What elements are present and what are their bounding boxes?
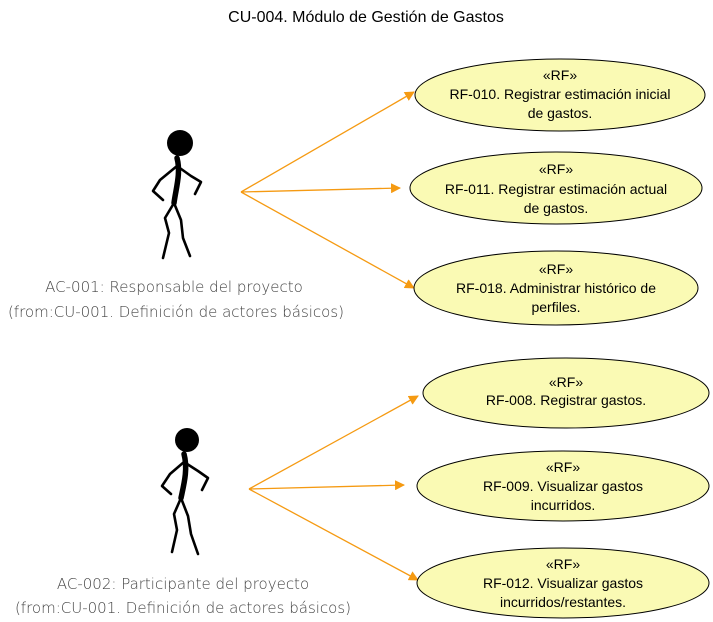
use-case-label-line2: de gastos. [528,105,593,121]
actor-ac-001[interactable]: AC-001: Responsable del proyecto (from:C… [8,130,344,321]
use-case-stereotype: «RF» [539,161,573,177]
use-case-stereotype: «RF» [549,374,583,390]
use-case-label-line1: RF-012. Visualizar gastos [483,575,643,591]
association-ac002-rf008 [248,395,419,490]
use-case-stereotype: «RF» [539,261,573,277]
association-ac001-rf010 [240,91,415,193]
use-case-label-line2: incurridos/restantes. [500,594,626,610]
associations [240,91,419,581]
use-case-rf-008[interactable]: «RF» RF-008. Registrar gastos. [422,357,710,429]
use-case-label-line1: RF-011. Registrar estimación actual [445,181,667,197]
association-ac002-rf009 [248,480,405,491]
use-case-label-line2: de gastos. [524,200,589,216]
use-case-label-line2: perfiles. [531,299,580,315]
association-ac001-rf011 [240,183,401,194]
actor-label-line2: (from:CU-001. Definición de actores bási… [8,303,344,321]
actor-ac-002[interactable]: AC-002: Participante del proyecto (from:… [15,428,351,617]
use-case-stereotype: «RF» [546,459,580,475]
use-case-stereotype: «RF» [543,67,577,83]
actor-label-line1: AC-002: Participante del proyecto [57,575,309,593]
association-ac002-rf012 [248,488,419,581]
association-ac001-rf018 [240,191,415,289]
actor-label-line2: (from:CU-001. Definición de actores bási… [15,599,351,617]
use-case-label-line1: RF-008. Registrar gastos. [486,392,646,408]
use-case-label-line1: RF-018. Administrar histórico de [456,280,656,296]
use-case-rf-012[interactable]: «RF» RF-012. Visualizar gastos incurrido… [416,547,710,619]
use-case-rf-010[interactable]: «RF» RF-010. Registrar estimación inicia… [414,58,706,132]
actor-label-line1: AC-001: Responsable del proyecto [45,278,303,296]
use-case-rf-009[interactable]: «RF» RF-009. Visualizar gastos incurrido… [416,450,710,522]
use-case-label-line1: RF-009. Visualizar gastos [483,478,643,494]
diagram-title: CU-004. Módulo de Gestión de Gastos [228,9,504,26]
use-case-label-line2: incurridos. [531,497,596,513]
use-case-stereotype: «RF» [546,556,580,572]
stick-figure-icon [151,130,203,260]
use-case-rf-011[interactable]: «RF» RF-011. Registrar estimación actual… [409,151,703,225]
use-case-label-line1: RF-010. Registrar estimación inicial [450,86,671,102]
stick-figure-icon [160,428,210,556]
use-case-rf-018[interactable]: «RF» RF-018. Administrar histórico de pe… [413,250,699,326]
